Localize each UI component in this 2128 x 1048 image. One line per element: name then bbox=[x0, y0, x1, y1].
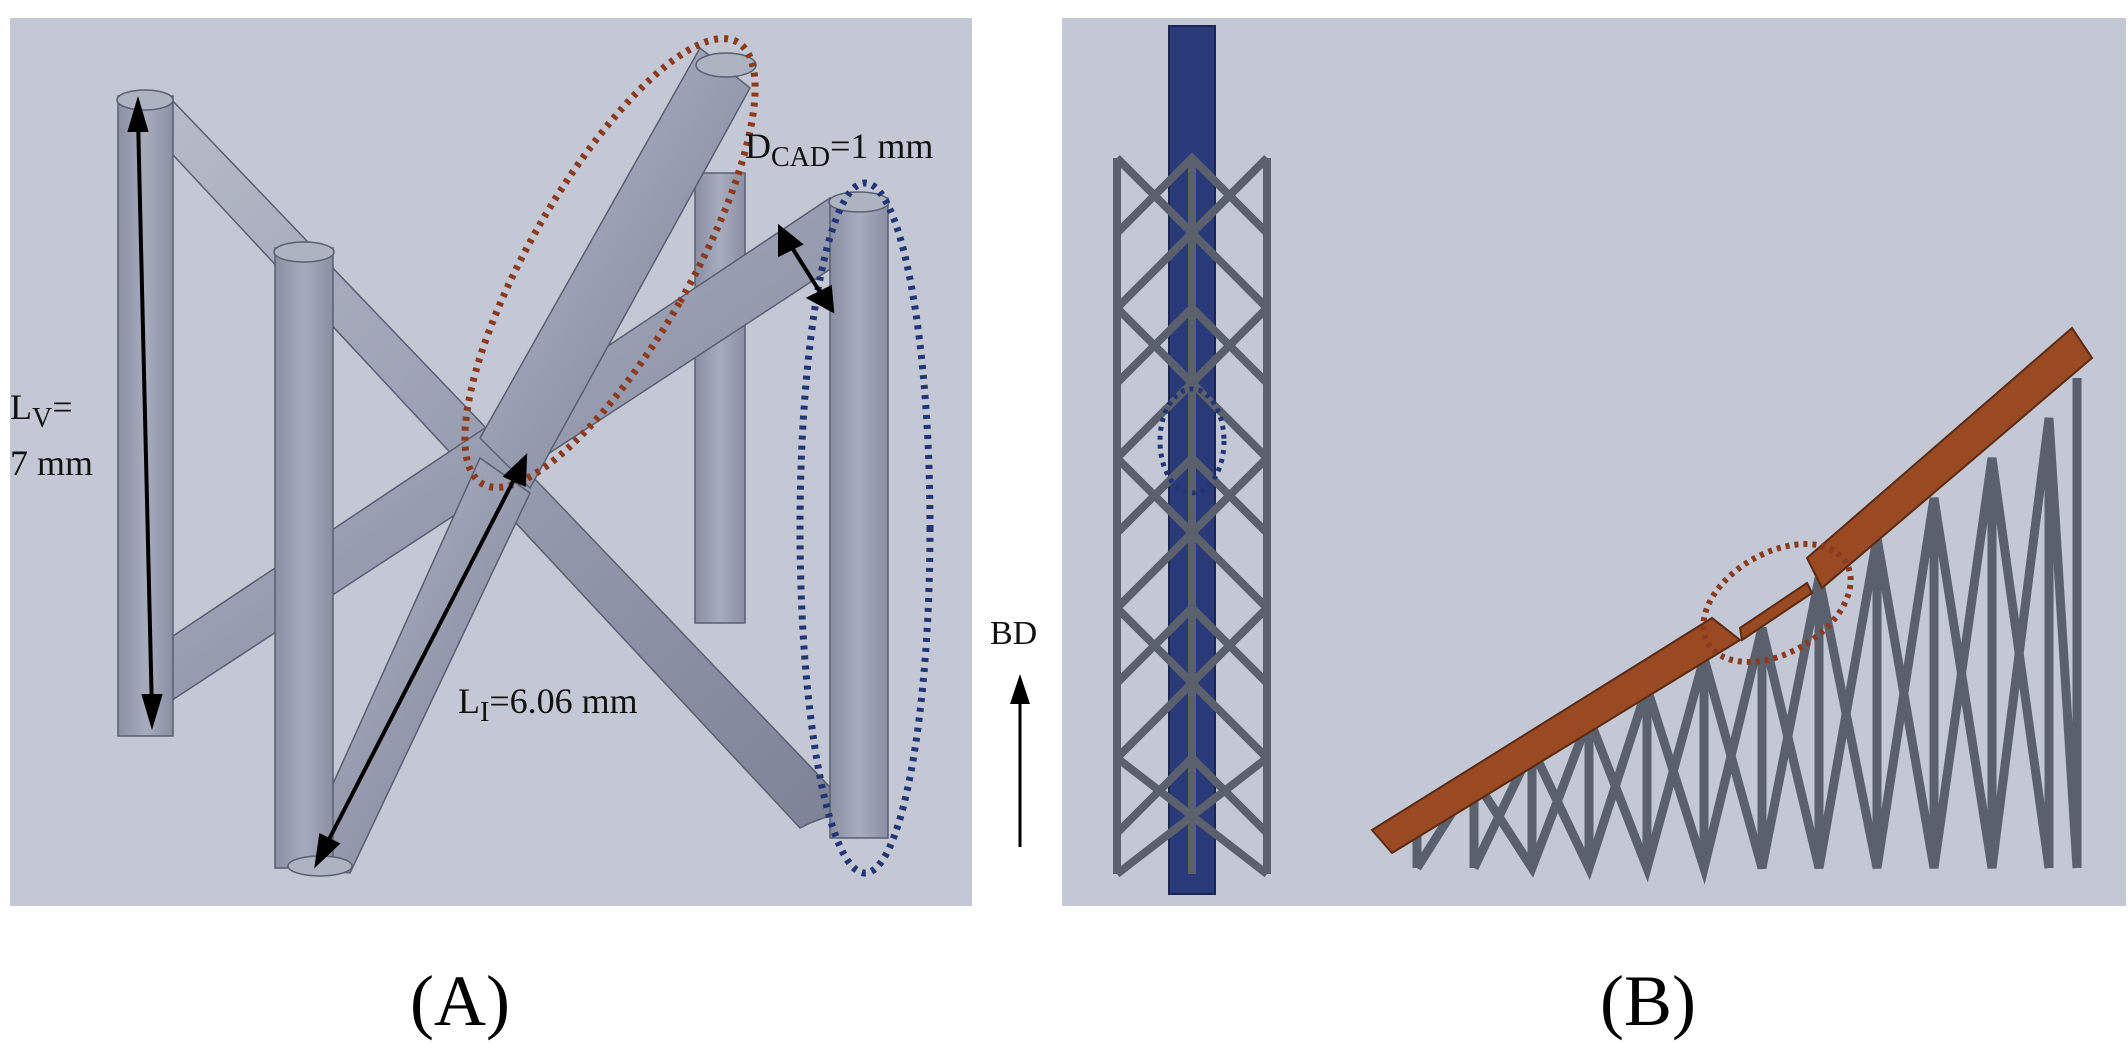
blue-dashed-highlight bbox=[796, 179, 934, 877]
li-dimension-arrow bbox=[314, 453, 528, 869]
panel-b-build-layout bbox=[1062, 18, 2126, 906]
caption-b: (B) bbox=[1600, 961, 1696, 1041]
dcad-dimension-arrow bbox=[778, 223, 835, 314]
lv-symbol: L bbox=[10, 387, 32, 427]
lv-dimension-arrow bbox=[127, 95, 163, 731]
back-vertical-strut bbox=[694, 172, 746, 624]
dcad-subscript: CAD bbox=[771, 142, 831, 174]
caption-a: (A) bbox=[410, 961, 510, 1041]
inclined-support-lattice bbox=[1412, 378, 2082, 885]
build-layout-render bbox=[1113, 25, 2094, 895]
lv-equals: = bbox=[52, 387, 73, 427]
li-subscript: I bbox=[480, 697, 490, 729]
panel-a-unit-cell bbox=[10, 18, 972, 906]
lv-value: 7 mm bbox=[10, 443, 94, 484]
build-direction-label: BD bbox=[990, 615, 1038, 652]
dcad-label: DCAD=1 mm bbox=[745, 125, 933, 174]
column-blue-dashed-highlight bbox=[1157, 386, 1227, 496]
front-vertical-strut bbox=[274, 247, 334, 869]
lv-label: LV= 7 mm bbox=[10, 385, 93, 485]
orange-dashed-highlight bbox=[461, 35, 759, 491]
vertical-lattice bbox=[1113, 152, 1271, 878]
inclined-specimen-lower bbox=[1370, 616, 1742, 855]
build-direction-arrow bbox=[1010, 674, 1030, 847]
li-label: LI=6.06 mm bbox=[458, 680, 638, 729]
lv-subscript: V bbox=[32, 403, 53, 435]
dcad-value: =1 mm bbox=[830, 126, 934, 166]
inclined-specimen-upper bbox=[1805, 326, 2094, 590]
unit-cell-render bbox=[116, 35, 934, 877]
right-vertical-strut bbox=[829, 197, 889, 839]
specimen-orange-dashed-highlight bbox=[1700, 541, 1854, 665]
dcad-symbol: D bbox=[745, 126, 771, 166]
li-symbol: L bbox=[458, 681, 480, 721]
li-value: =6.06 mm bbox=[489, 681, 638, 721]
inclined-specimen-neck bbox=[1738, 581, 1814, 642]
